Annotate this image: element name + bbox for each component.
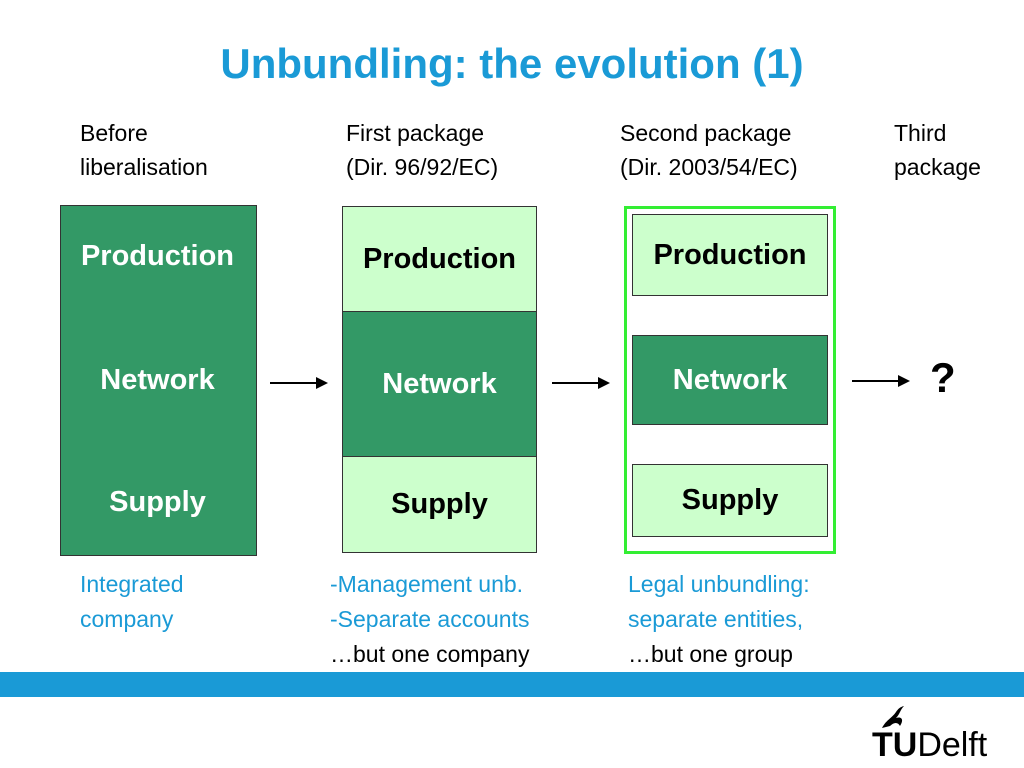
footer-band	[0, 672, 1024, 697]
block-supply-label: Supply	[681, 484, 779, 516]
arrow-right-icon	[552, 377, 610, 389]
integrated-company-block	[60, 205, 257, 556]
stage-label-second-package: Second package (Dir. 2003/54/EC)	[620, 116, 798, 184]
caption-integrated-company: Integrated company	[80, 567, 184, 637]
caption-first-package: -Management unb. -Separate accounts …but…	[330, 567, 529, 672]
first-package-network-block: Network	[342, 311, 537, 457]
block-network-label: Network	[672, 363, 788, 396]
stage-label-line: Second package	[620, 120, 792, 146]
caption-line: separate entities,	[628, 606, 804, 632]
caption-line: …but one group	[628, 641, 793, 667]
arrow-right-icon	[270, 377, 328, 389]
stage-label-line: package	[894, 154, 981, 180]
logo-wordmark: TUDelft	[872, 726, 987, 765]
stage-label-line: Before	[80, 120, 148, 146]
tu-delft-logo: TUDelft	[872, 700, 1012, 764]
second-package-supply-block: Supply	[632, 464, 828, 537]
first-package-production-block: Production	[342, 206, 537, 312]
caption-second-package: Legal unbundling: separate entities, …bu…	[628, 567, 810, 672]
logo-tu-text: TU	[872, 726, 918, 764]
block-supply-label: Supply	[391, 488, 488, 520]
stage-label-line: First package	[346, 120, 485, 146]
second-package-production-block: Production	[632, 214, 828, 296]
caption-line: …but one company	[330, 641, 530, 667]
flame-icon	[882, 706, 904, 728]
arrow-right-icon	[852, 375, 910, 387]
stage-label-line: (Dir. 2003/54/EC)	[620, 154, 798, 180]
stage-label-line: (Dir. 96/92/EC)	[346, 154, 499, 180]
stage-label-first-package: First package (Dir. 96/92/EC)	[346, 116, 498, 184]
block-supply-label: Supply	[109, 486, 206, 518]
caption-line: -Separate accounts	[330, 606, 530, 632]
first-package-supply-block: Supply	[342, 456, 537, 553]
caption-line: -Management unb.	[330, 571, 524, 597]
caption-line: Legal unbundling:	[628, 571, 810, 597]
third-package-unknown-mark: ?	[930, 354, 956, 401]
second-package-network-block: Network	[632, 335, 828, 425]
block-production-label: Production	[80, 240, 235, 272]
logo-delft-text: Delft	[917, 726, 988, 764]
stage-label-before: Before liberalisation	[80, 116, 208, 184]
block-production-label: Production	[362, 242, 517, 275]
block-production-label: Production	[653, 238, 807, 271]
block-network-label: Network	[382, 367, 497, 400]
block-network-label: Network	[100, 364, 215, 396]
caption-line: Integrated	[80, 571, 184, 597]
stage-label-third-package: Third package	[894, 116, 981, 184]
caption-line: company	[80, 606, 174, 632]
stage-label-line: liberalisation	[80, 154, 208, 180]
stage-label-line: Third	[894, 120, 947, 146]
page-title: Unbundling: the evolution (1)	[220, 40, 804, 87]
legal-unbundling-group-outline	[624, 206, 836, 554]
